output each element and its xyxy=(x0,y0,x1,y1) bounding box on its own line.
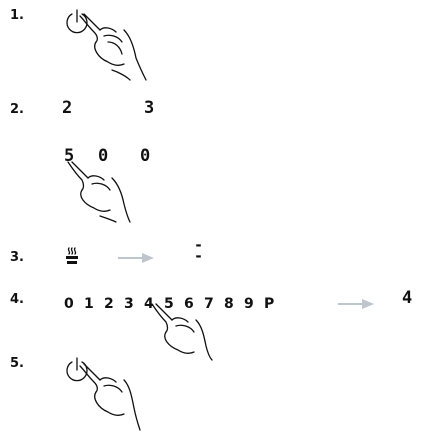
display-digit-left: 2 xyxy=(62,98,73,118)
result-digit: 4 xyxy=(402,288,413,308)
scale-level-9: 9 xyxy=(244,296,264,312)
right-arrow-icon xyxy=(118,253,154,263)
pointing-hand-icon xyxy=(74,364,144,430)
scale-level-0: 0 xyxy=(64,296,84,312)
pointing-hand-icon xyxy=(60,162,140,222)
scale-level-2: 2 xyxy=(104,296,124,312)
result-symbol: - - xyxy=(194,240,204,262)
step-number-3: 3. xyxy=(10,250,24,265)
step-number-1: 1. xyxy=(10,8,24,23)
step-number-5: 5. xyxy=(10,356,24,371)
scale-level-p: P xyxy=(264,296,284,312)
timer-digit-3: 0 xyxy=(140,146,151,166)
display-digit-right: 3 xyxy=(144,98,155,118)
step-number-4: 4. xyxy=(10,292,24,307)
right-arrow-icon xyxy=(338,299,374,309)
step-number-2: 2. xyxy=(10,102,24,117)
pointing-hand-icon xyxy=(146,304,216,360)
heat-symbol-icon xyxy=(64,246,80,266)
scale-level-1: 1 xyxy=(84,296,104,312)
scale-level-8: 8 xyxy=(224,296,244,312)
pointing-hand-icon xyxy=(74,14,154,80)
scale-level-3: 3 xyxy=(124,296,144,312)
